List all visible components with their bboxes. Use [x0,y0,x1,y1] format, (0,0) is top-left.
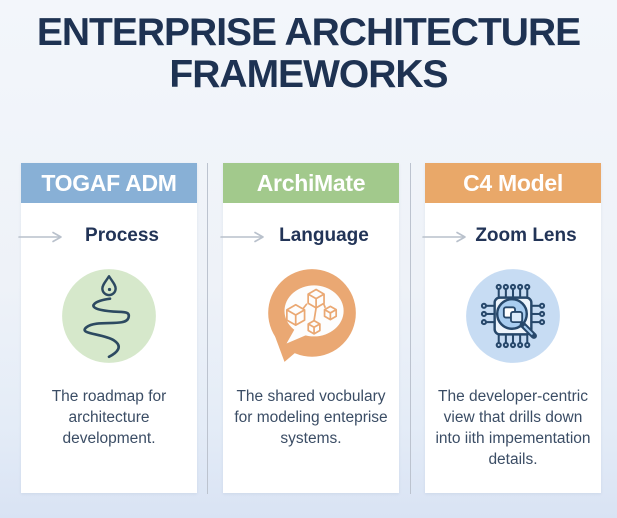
tagline-row: Zoom Lens [422,224,601,248]
card-header-c4-model: C4 Model [425,163,601,203]
icon-wrap [21,263,197,373]
tagline-row: Language [220,224,399,248]
right-arrow-icon [219,230,269,249]
card-description: The roadmap for architecture development… [51,388,167,447]
card-header-archimate: ArchiMate [223,163,399,203]
column-divider [207,163,208,494]
tagline-label: Process [85,225,159,246]
tagline-label: Language [279,225,369,246]
chip-magnifier-icon [460,263,566,374]
card-archimate: ArchiMate Language [220,163,399,493]
framework-cards: TOGAF ADM Process [18,163,601,493]
card-header-togaf-adm: TOGAF ADM [21,163,197,203]
column-divider [410,163,411,494]
page-title: ENTERPRISE ARCHITECTURE FRAMEWORKS [0,12,617,96]
page-title-line1: ENTERPRISE ARCHITECTURE [36,11,581,54]
tagline-row: Process [18,224,197,248]
right-arrow-icon [17,230,67,249]
card-description: The developer-centric view that drills d… [435,388,591,468]
card-togaf-adm: TOGAF ADM Process [18,163,197,493]
card-description: The shared vocbulary for modeling entepr… [234,388,388,447]
page-title-line2: FRAMEWORKS [169,53,448,96]
icon-wrap [223,263,399,373]
tagline-label: Zoom Lens [475,225,577,246]
card-c4-model: C4 Model Zoom Lens [422,163,601,493]
winding-roadmap-icon [56,263,162,374]
speech-bubble-cubes-icon [258,263,364,374]
icon-wrap [425,263,601,373]
right-arrow-icon [421,230,471,249]
